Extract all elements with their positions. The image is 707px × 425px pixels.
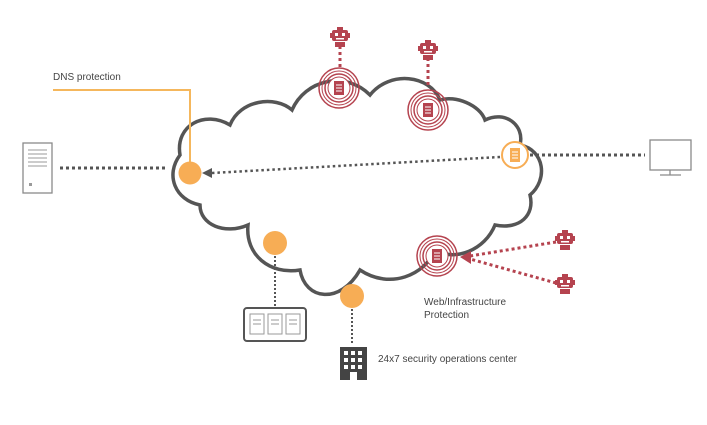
- protected-server-top-left: [318, 67, 360, 109]
- rack-node: [263, 231, 287, 255]
- document-server-icon: [22, 142, 53, 194]
- traffic-flow-line: [211, 155, 501, 175]
- web-protection-label: Web/Infrastructure Protection: [424, 296, 506, 322]
- monitor-icon: [649, 139, 692, 176]
- dns-node: [178, 161, 202, 185]
- protected-server-top-right: [407, 89, 449, 131]
- dns-callout-line: [53, 89, 191, 165]
- dns-protection-label: DNS protection: [53, 72, 121, 83]
- bot-icon: [555, 230, 575, 250]
- server-rack-icon: [243, 307, 307, 342]
- edge-server-node: [501, 141, 529, 169]
- web-protection-label-line1: Web/Infrastructure: [424, 297, 507, 308]
- bot-icon: [555, 274, 575, 294]
- soc-node: [340, 284, 364, 308]
- soc-label: 24x7 security operations center: [378, 354, 517, 365]
- web-protection-label-line2: Protection: [424, 310, 470, 321]
- threat-line-right-lower: [469, 257, 557, 285]
- building-icon: [340, 347, 367, 380]
- protected-server-web: [416, 235, 458, 277]
- threat-arrowhead: [460, 251, 471, 264]
- threat-line-right-upper: [469, 240, 557, 258]
- bot-icon: [330, 27, 350, 47]
- traffic-arrowhead: [202, 168, 212, 178]
- bot-icon: [418, 40, 438, 60]
